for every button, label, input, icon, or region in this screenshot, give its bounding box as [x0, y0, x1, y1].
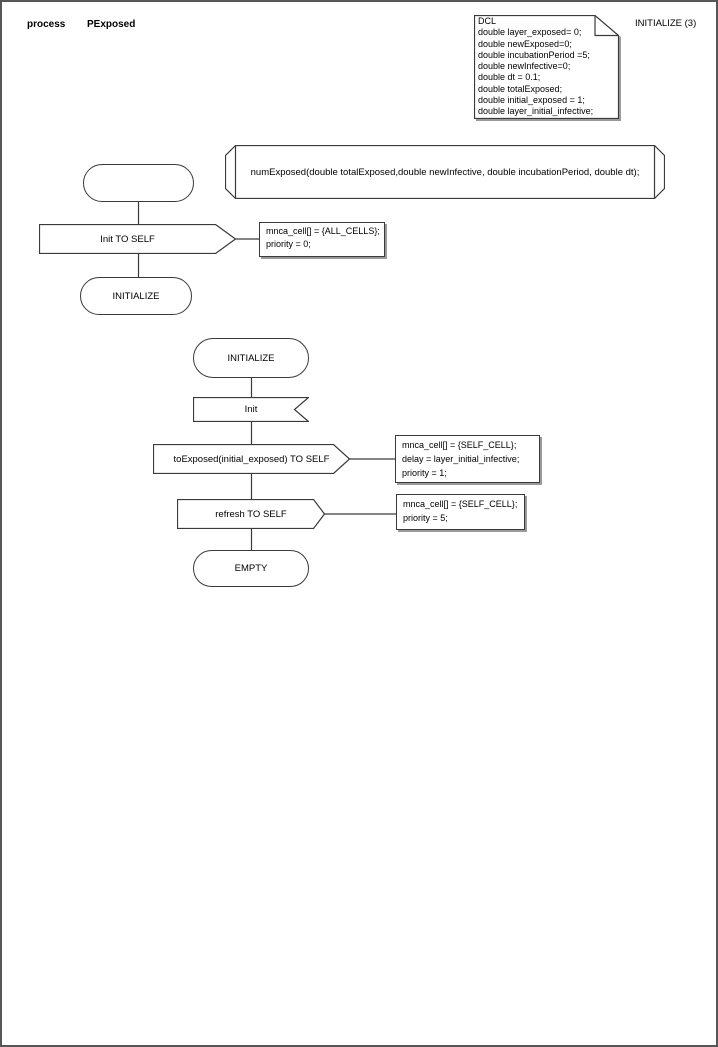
state-initialize-symbol[interactable]: INITIALIZE — [193, 338, 309, 378]
start-symbol[interactable] — [83, 164, 194, 202]
nextstate-initialize-symbol[interactable]: INITIALIZE — [80, 277, 192, 315]
send-toexposed-symbol[interactable]: toExposed(initial_exposed) TO SELF — [153, 444, 350, 474]
procedure-outline — [225, 145, 665, 199]
send-init-label: Init TO SELF — [100, 233, 155, 245]
note-outline — [474, 15, 619, 119]
comment-line: priority = 1; — [402, 468, 447, 478]
declaration-line: double incubationPeriod =5; — [478, 49, 590, 60]
declaration-line: double layer_initial_infective; — [478, 106, 594, 117]
declaration-note[interactable] — [474, 15, 619, 119]
declaration-line: double initial_exposed = 1; — [478, 95, 585, 106]
send-refresh-outline — [177, 499, 325, 529]
input-init-outline — [193, 397, 309, 422]
declaration-note-text: DCL double layer_exposed= 0; double newE… — [478, 16, 614, 118]
procedure-declaration-shape[interactable]: numExposed(double totalExposed,double ne… — [225, 145, 665, 199]
comment-line: priority = 0; — [266, 239, 311, 249]
state-initialize-label: INITIALIZE — [227, 352, 275, 364]
send-init-outline — [39, 224, 236, 254]
comment-send-init[interactable]: mnca_cell[] = {ALL_CELLS}; priority = 0; — [259, 222, 385, 257]
send-init-symbol[interactable]: Init TO SELF — [39, 224, 236, 254]
input-init-label: Init — [244, 404, 258, 415]
state-empty-label: EMPTY — [234, 563, 268, 574]
send-toexposed-outline — [153, 444, 350, 474]
declaration-line: double layer_exposed= 0; — [478, 27, 582, 38]
comment-send-toexposed[interactable]: mnca_cell[] = {SELF_CELL}; delay = layer… — [395, 435, 540, 483]
process-name-label: PExposed — [87, 19, 136, 30]
input-init-symbol[interactable]: Init — [193, 397, 309, 422]
page-corner-label: INITIALIZE (3) — [635, 18, 697, 29]
declaration-line: DCL — [478, 16, 497, 26]
send-refresh-symbol[interactable]: refresh TO SELF — [177, 499, 325, 529]
comment-line: priority = 5; — [403, 513, 448, 523]
state-empty-symbol[interactable]: EMPTY — [193, 550, 309, 587]
comment-send-refresh[interactable]: mnca_cell[] = {SELF_CELL}; priority = 5; — [396, 494, 525, 530]
declaration-line: double dt = 0.1; — [478, 72, 541, 83]
send-toexposed-label: toExposed(initial_exposed) TO SELF — [173, 453, 330, 465]
nextstate-initialize-label: INITIALIZE — [112, 290, 160, 302]
send-refresh-label: refresh TO SELF — [215, 508, 287, 520]
declaration-line: double newExposed=0; — [478, 38, 572, 49]
comment-line: mnca_cell[] = {SELF_CELL}; — [402, 440, 517, 450]
comment-line: mnca_cell[] = {SELF_CELL}; — [403, 499, 518, 509]
connector-lines — [137, 202, 397, 551]
comment-line: mnca_cell[] = {ALL_CELLS}; — [266, 226, 380, 236]
declaration-line: double newInfective=0; — [478, 61, 571, 72]
process-kind-label: process — [27, 19, 66, 30]
procedure-signature: numExposed(double totalExposed,double ne… — [250, 166, 640, 178]
comment-line: delay = layer_initial_infective; — [402, 454, 520, 464]
declaration-line: double totalExposed; — [478, 83, 563, 94]
note-fold-icon — [594, 15, 619, 37]
